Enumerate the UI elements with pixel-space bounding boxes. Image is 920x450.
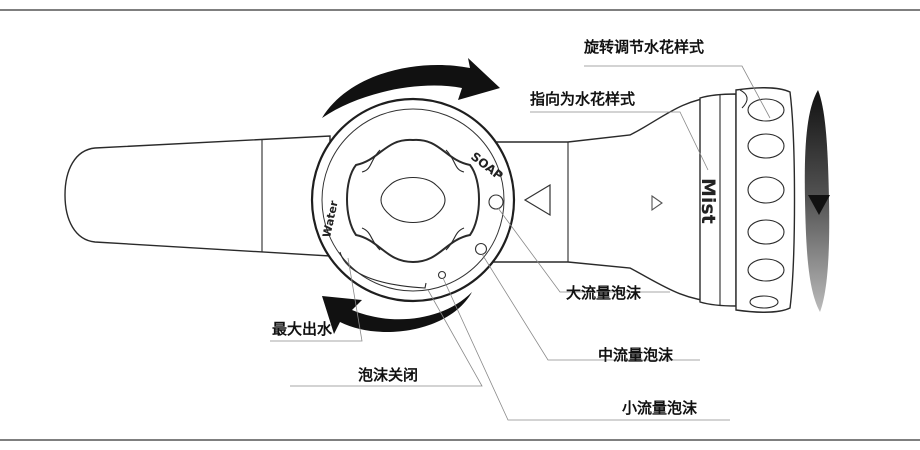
large-foam-dot [488, 194, 504, 210]
label-rotate-adjust: 旋转调节水花样式 [583, 38, 704, 56]
handle [64, 135, 331, 257]
label-large-foam: 大流量泡沫 [566, 284, 642, 302]
rotation-arrow-ring [804, 90, 830, 312]
label-foam-off: 泡沫关闭 [358, 366, 418, 384]
rotation-arrow-bottom [322, 292, 472, 334]
water-scale-bracket [339, 251, 427, 289]
pattern-dial-ring [735, 87, 796, 313]
label-max-water: 最大出水 [272, 320, 333, 338]
label-small-foam: 小流量泡沫 [622, 399, 698, 417]
rotation-arrow-top [322, 58, 500, 118]
direction-indicator-small [651, 194, 663, 212]
medium-foam-dot [474, 242, 488, 256]
direction-indicator-large [523, 183, 551, 217]
mist-marking: Mist [697, 178, 719, 224]
label-medium-foam: 中流量泡沫 [598, 346, 674, 364]
dial-knob [346, 138, 480, 264]
leader-lines [270, 65, 771, 421]
small-foam-dot [437, 270, 447, 280]
label-point-to: 指向为水花样式 [530, 90, 635, 108]
